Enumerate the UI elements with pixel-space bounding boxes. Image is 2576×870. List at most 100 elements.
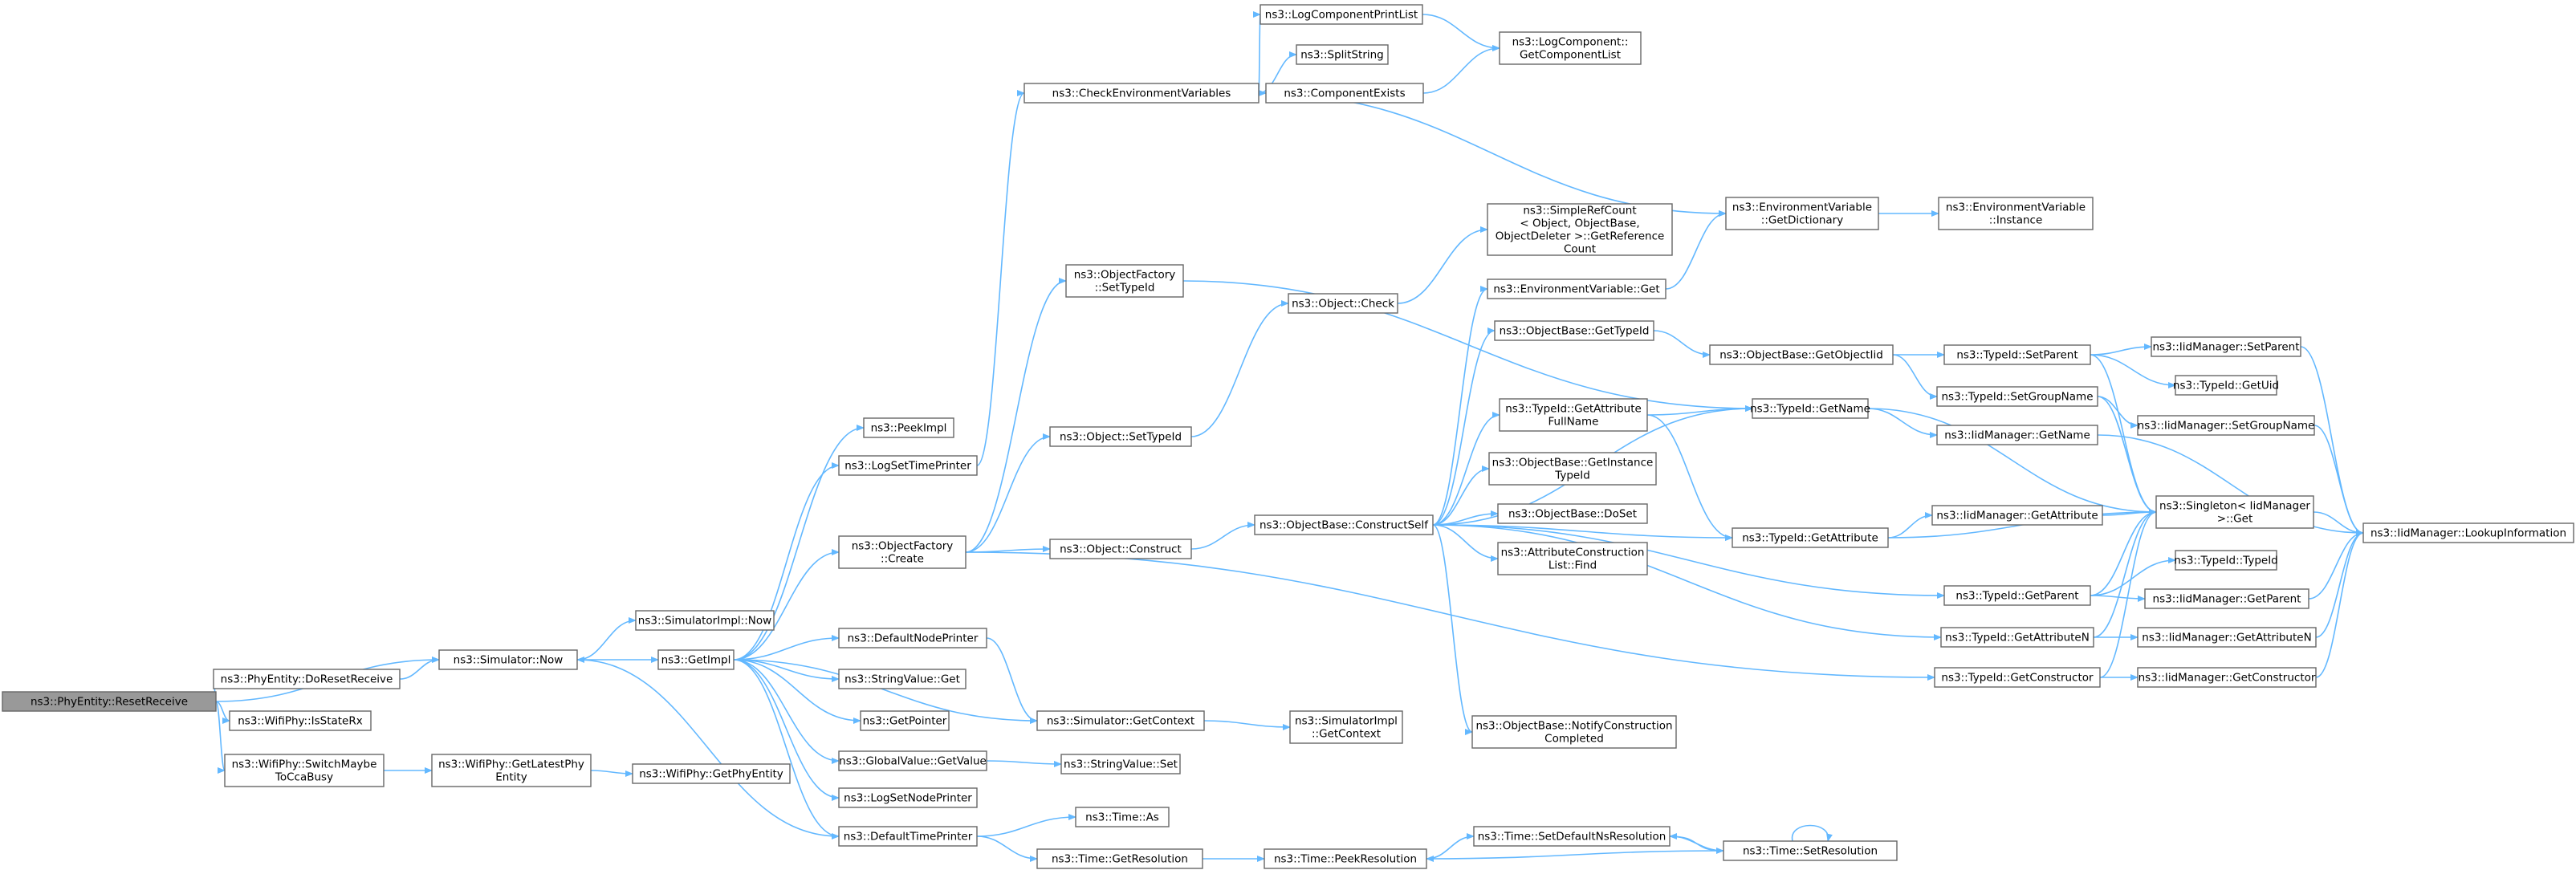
node-label: ns3::ObjectBase::ConstructSelf: [1260, 519, 1429, 532]
graph-node-n33[interactable]: ns3::LogComponent::GetComponentList: [1499, 31, 1642, 65]
node-label: ns3::TypeId::GetAttributeN: [1945, 632, 2090, 644]
edge-n30-n38: [1432, 465, 1490, 526]
node-box: [1060, 754, 1181, 774]
node-box: [1709, 344, 1894, 365]
graph-node-n51[interactable]: ns3::IidManager::GetName: [1936, 425, 2098, 445]
graph-node-n32[interactable]: ns3::Time::PeekResolution: [1264, 848, 1427, 869]
graph-node-n47[interactable]: ns3::Time::SetResolution: [1723, 840, 1898, 861]
graph-node-n30[interactable]: ns3::ObjectBase::ConstructSelf: [1254, 514, 1434, 535]
graph-node-n59[interactable]: ns3::Singleton< IidManager >::Get: [2155, 495, 2314, 529]
edge-n36-n44: [1653, 330, 1711, 358]
node-label: ns3::SimpleRefCount: [1523, 205, 1636, 218]
graph-node-n5[interactable]: ns3::SimulatorImpl::Now: [635, 610, 775, 631]
graph-node-n61[interactable]: ns3::IidManager::GetParent: [2144, 588, 2309, 609]
graph-node-n15[interactable]: ns3::GlobalValue::GetValue: [838, 750, 987, 771]
graph-node-n6[interactable]: ns3::GetImpl: [657, 649, 735, 670]
graph-node-n19[interactable]: ns3::ObjectFactory::SetTypeId: [1065, 264, 1184, 298]
edge-n62-n64: [2315, 530, 2364, 638]
node-box: [838, 787, 978, 808]
graph-node-n1[interactable]: ns3::Simulator::Now: [438, 649, 578, 670]
edge-n26-n33: [1422, 14, 1500, 51]
edge-n10-n18: [976, 90, 1025, 466]
graph-node-n3[interactable]: ns3::WifiPhy::IsStateRx: [229, 710, 372, 731]
graph-node-n49[interactable]: ns3::TypeId::SetParent: [1943, 344, 2091, 365]
node-label: ns3::ComponentExists: [1284, 87, 1405, 100]
node-box: [838, 455, 978, 476]
graph-node-n2[interactable]: ns3::PhyEntity::DoResetReceive: [213, 669, 401, 689]
node-box: [1494, 320, 1654, 341]
graph-node-n29[interactable]: ns3::Object::Check: [1288, 293, 1398, 314]
graph-node-n44[interactable]: ns3::ObjectBase::GetObjectIid: [1709, 344, 1894, 365]
graph-node-n60[interactable]: ns3::TypeId::TypeId: [2174, 550, 2278, 571]
node-box: [1487, 203, 1673, 256]
graph-node-n28[interactable]: ns3::ComponentExists: [1265, 83, 1424, 104]
node-label: ObjectDeleter >::GetReference: [1496, 230, 1665, 243]
node-label: ns3::WifiPhy::SwitchMaybe: [232, 758, 377, 771]
graph-node-n46[interactable]: ns3::TypeId::GetAttribute: [1732, 527, 1889, 548]
node-label: ns3::Simulator::Now: [454, 654, 564, 667]
edge-n61-n64: [2308, 530, 2364, 600]
graph-node-n17[interactable]: ns3::DefaultTimePrinter: [838, 826, 978, 847]
graph-node-n48[interactable]: ns3::EnvironmentVariable::Instance: [1938, 197, 2094, 230]
graph-node-n9[interactable]: ns3::PeekImpl: [863, 417, 954, 438]
graph-node-n22[interactable]: ns3::Simulator::GetContext: [1036, 710, 1205, 731]
graph-node-n16[interactable]: ns3::LogSetNodePrinter: [838, 787, 978, 808]
graph-node-n55[interactable]: ns3::TypeId::GetConstructor: [1934, 667, 2101, 688]
graph-node-n10[interactable]: ns3::LogSetTimePrinter: [838, 455, 978, 476]
graph-node-n12[interactable]: ns3::DefaultNodePrinter: [838, 628, 987, 648]
graph-node-n62[interactable]: ns3::IidManager::GetAttributeN: [2137, 627, 2317, 648]
edge-n30-n53: [1432, 524, 1945, 599]
graph-node-n56[interactable]: ns3::IidManager::SetParent: [2151, 336, 2301, 357]
graph-node-n13[interactable]: ns3::StringValue::Get: [838, 669, 967, 689]
graph-node-n39[interactable]: ns3::ObjectBase::DoSet: [1497, 503, 1648, 524]
graph-node-n50[interactable]: ns3::TypeId::SetGroupName: [1936, 386, 2098, 407]
graph-node-n27[interactable]: ns3::SplitString: [1296, 44, 1389, 65]
graph-node-n21[interactable]: ns3::Object::Construct: [1049, 539, 1192, 559]
graph-node-n63[interactable]: ns3::IidManager::GetConstructor: [2137, 667, 2317, 688]
graph-node-n25[interactable]: ns3::Time::GetResolution: [1036, 848, 1203, 869]
graph-node-n26[interactable]: ns3::LogComponentPrintList: [1260, 4, 1423, 25]
graph-node-n53[interactable]: ns3::TypeId::GetParent: [1943, 585, 2091, 606]
graph-node-n35[interactable]: ns3::EnvironmentVariable::Get: [1487, 278, 1666, 299]
edge-n7-n8: [590, 770, 633, 777]
node-label: ns3::LogSetNodePrinter: [844, 792, 972, 805]
graph-node-n18[interactable]: ns3::CheckEnvironmentVariables: [1023, 83, 1260, 104]
graph-node-n57[interactable]: ns3::TypeId::GetUid: [2173, 375, 2279, 396]
node-box: [1497, 503, 1648, 524]
graph-node-n52[interactable]: ns3::IidManager::GetAttribute: [1931, 505, 2103, 526]
node-label: ns3::StringValue::Set: [1064, 758, 1178, 771]
node-box: [2175, 550, 2277, 571]
node-box: [860, 710, 950, 731]
graph-node-n45[interactable]: ns3::TypeId::GetName: [1750, 398, 1870, 419]
node-label: ns3::Time::SetDefaultNsResolution: [1478, 831, 1666, 844]
graph-node-n14[interactable]: ns3::GetPointer: [860, 710, 950, 731]
graph-node-n36[interactable]: ns3::ObjectBase::GetTypeId: [1494, 320, 1654, 341]
graph-node-n42[interactable]: ns3::Time::SetDefaultNsResolution: [1473, 826, 1671, 847]
graph-node-n54[interactable]: ns3::TypeId::GetAttributeN: [1940, 627, 2094, 648]
node-box: [2151, 336, 2301, 357]
node-box: [1499, 31, 1642, 65]
graph-node-n64[interactable]: ns3::IidManager::LookupInformation: [2362, 522, 2574, 543]
edge-n2-n1: [399, 657, 440, 680]
graph-node-n43[interactable]: ns3::EnvironmentVariable::GetDictionary: [1725, 197, 1879, 230]
node-label: ns3::LogSetTimePrinter: [844, 460, 971, 473]
graph-node-n58[interactable]: ns3::IidManager::SetGroupName: [2137, 415, 2315, 436]
node-box: [1943, 585, 2091, 606]
node-label: ns3::LogComponent::: [1512, 36, 1629, 49]
graph-node-n8[interactable]: ns3::WifiPhy::GetPhyEntity: [632, 763, 791, 784]
graph-node-n24[interactable]: ns3::Time::As: [1075, 807, 1170, 827]
node-label: ns3::Singleton< IidManager: [2159, 500, 2310, 513]
graph-node-n34[interactable]: ns3::SimpleRefCount< Object, ObjectBase,…: [1487, 203, 1673, 256]
node-label: ns3::TypeId::TypeId: [2174, 555, 2278, 567]
graph-node-n11[interactable]: ns3::ObjectFactory::Create: [838, 535, 967, 569]
graph-node-n31[interactable]: ns3::SimulatorImpl::GetContext: [1289, 710, 1403, 744]
graph-node-n41[interactable]: ns3::ObjectBase::NotifyConstructionCompl…: [1471, 715, 1677, 749]
graph-node-n20[interactable]: ns3::Object::SetTypeId: [1049, 426, 1192, 447]
node-box: [1488, 452, 1657, 486]
graph-node-n23[interactable]: ns3::StringValue::Set: [1060, 754, 1181, 774]
